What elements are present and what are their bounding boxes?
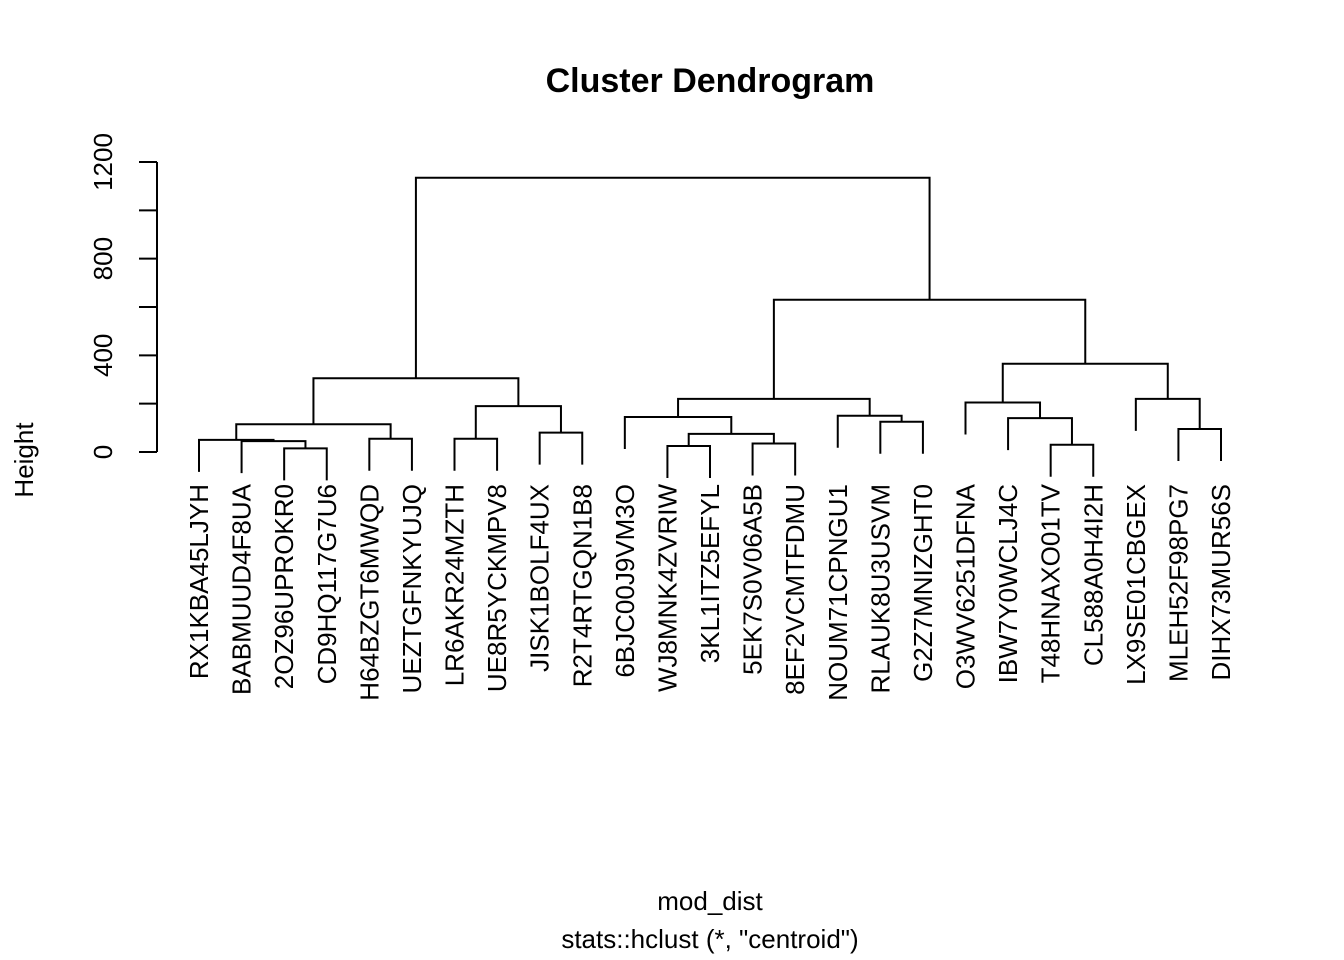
dendrogram-branch: [879, 420, 924, 454]
leaf-labels: RX1KBA45LJYH BABMUUD4F8UA 2OZ96UPROKR0 CD9H…: [184, 483, 1236, 700]
chart-title: Cluster Dendrogram: [546, 62, 875, 100]
leaf-label: WJ8MNK4ZVRIW: [652, 484, 682, 692]
dendrogram-branch: [283, 447, 328, 481]
leaf-label: 5EK7S0V06A5B: [738, 484, 768, 675]
dendrogram-branch: [312, 377, 520, 425]
dendrogram-branch: [474, 405, 562, 439]
dendrogram-branch: [1134, 397, 1201, 431]
y-tick-label: 0: [88, 445, 118, 459]
leaf-label: DIHX73MUR56S: [1206, 484, 1236, 681]
leaf-label: CD9HQ117G7U6: [312, 484, 342, 684]
leaf-label: RX1KBA45LJYH: [184, 484, 214, 679]
y-tick-label: 400: [88, 334, 118, 377]
leaf-label: LR6AKR24MZTH: [440, 484, 470, 686]
dendrogram-branch: [240, 440, 307, 474]
y-axis: 0 400 800 1200: [88, 133, 158, 459]
leaf-label: 3KL1ITZ5EFYL: [695, 484, 725, 663]
leaf-label: 2OZ96UPROKR0: [269, 484, 299, 689]
leaf-label: RLAUK8U3USVM: [865, 484, 895, 694]
dendrogram-branch: [368, 437, 413, 471]
leaf-label: BABMUUD4F8UA: [227, 483, 257, 695]
dendrogram-branch: [453, 437, 499, 471]
dendrogram-tree: [198, 176, 1222, 481]
leaf-label: T48HNAXO01TV: [1036, 483, 1066, 683]
leaf-label: CL588A0H4I2H: [1078, 484, 1108, 666]
dendrogram-branch: [1001, 362, 1169, 403]
leaf-label: UEZTGFNKYUJQ: [397, 484, 427, 693]
dendrogram-branch: [1177, 428, 1222, 462]
leaf-label: IBW7Y0WCLJ4C: [993, 484, 1023, 683]
dendrogram-branch: [414, 176, 931, 379]
y-axis-label: Height: [9, 422, 39, 498]
leaf-label: NOUM71CPNGU1: [823, 484, 853, 701]
leaf-label: UE8R5YCKMPV8: [482, 484, 512, 692]
x-axis-label: mod_dist: [657, 886, 763, 916]
leaf-label: R2T4RTGQN1B8: [567, 484, 597, 687]
dendrogram-branch: [772, 298, 1087, 399]
leaf-label: LX9SE01CBGEX: [1121, 484, 1151, 685]
y-tick-label: 1200: [88, 133, 118, 191]
dendrogram-branch: [666, 444, 711, 478]
dendrogram-branch: [1007, 417, 1073, 451]
dendrogram-branch: [677, 397, 871, 417]
leaf-label: H64BZGT6MWQD: [354, 484, 384, 701]
dendrogram-branch: [198, 438, 275, 472]
leaf-label: G2Z7MNIZGHT0: [908, 484, 938, 682]
dendrogram-branch: [1049, 443, 1095, 477]
y-tick-label: 800: [88, 237, 118, 280]
dendrogram-branch: [751, 442, 797, 476]
leaf-label: O3WV6251DFNA: [951, 483, 981, 689]
dendrogram-branch: [836, 414, 903, 448]
dendrogram-branch: [235, 423, 392, 440]
chart-subtitle: stats::hclust (*, "centroid"): [561, 924, 858, 954]
leaf-label: 6BJC00J9VM3O: [610, 484, 640, 678]
dendrogram-branch: [538, 431, 584, 465]
leaf-label: MLEH52F98PG7: [1163, 484, 1193, 682]
leaf-label: JISK1BOLF4UX: [525, 484, 555, 672]
leaf-label: 8EF2VCMTFDMU: [780, 484, 810, 695]
